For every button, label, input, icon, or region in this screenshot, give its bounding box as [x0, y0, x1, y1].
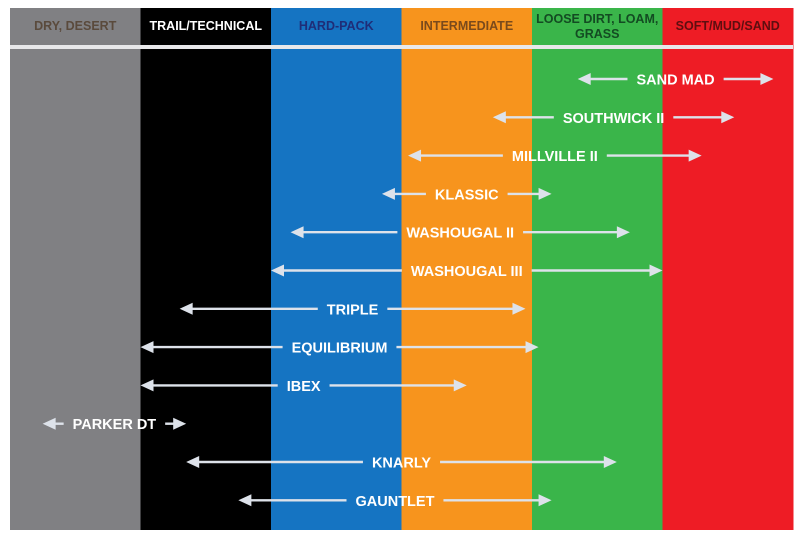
tire-label-parker-dt: PARKER DT: [73, 417, 157, 433]
tire-knarly: KNARLY: [186, 456, 617, 472]
header-hard-pack: HARD-PACK: [299, 19, 374, 33]
tire-label-washougal-iii: WASHOUGAL III: [411, 264, 523, 280]
arrow-head-left: [140, 341, 154, 354]
arrow-head-right: [538, 187, 552, 200]
arrow-head-right: [173, 417, 187, 430]
arrow-head-right: [721, 111, 735, 124]
band-hard-pack: [271, 8, 402, 530]
header-intermediate: INTERMEDIATE: [420, 19, 513, 33]
tire-label-equilibrium: EQUILIBRIUM: [292, 341, 388, 357]
band-dry-desert: [10, 8, 141, 530]
tire-triple: TRIPLE: [179, 302, 526, 318]
header-soft-mud-sand: SOFT/MUD/SAND: [676, 19, 780, 33]
terrain-headers: DRY, DESERT TRAIL/TECHNICAL HARD-PACK INTER…: [34, 12, 780, 41]
tire-label-sand-mad: SAND MAD: [636, 73, 714, 89]
arrow-head-right: [760, 73, 774, 85]
band-trail-technical: [140, 8, 272, 530]
tire-label-millville-ii: MILLVILLE II: [512, 149, 598, 165]
tire-label-washougal-ii: WASHOUGAL II: [406, 226, 514, 242]
arrow-head-right: [512, 302, 526, 315]
band-intermediate: [401, 8, 533, 530]
tire-ibex: IBEX: [140, 379, 467, 395]
band-soft-mud-sand: [662, 8, 794, 530]
tire-sand-mad: SAND MAD: [577, 73, 774, 89]
arrow-head-left: [492, 111, 506, 124]
header-trail-technical: TRAIL/TECHNICAL: [150, 19, 263, 33]
arrow-head-left: [290, 226, 304, 239]
arrow-head-right: [453, 379, 467, 392]
tire-washougal-ii: WASHOUGAL II: [290, 226, 630, 242]
tire-millville-ii: MILLVILLE II: [408, 149, 702, 165]
arrow-head-right: [616, 226, 630, 239]
arrow-head-left: [238, 494, 252, 507]
arrow-head-left: [577, 73, 591, 85]
tire-label-gauntlet: GAUNTLET: [356, 494, 435, 510]
tire-label-ibex: IBEX: [287, 379, 321, 395]
arrow-head-right: [525, 341, 539, 354]
tire-arrows: SAND MAD SOUTHWICK II MILLVILLE II KLASSIC W…: [42, 73, 774, 510]
tire-equilibrium: EQUILIBRIUM: [140, 341, 539, 357]
tire-southwick-ii: SOUTHWICK II: [492, 111, 735, 127]
arrow-head-left: [179, 302, 193, 315]
tire-label-knarly: KNARLY: [372, 456, 431, 472]
band-loose-dirt-loam-grass: [532, 8, 663, 530]
tire-parker-dt: PARKER DT: [42, 417, 187, 433]
tire-gauntlet: GAUNTLET: [238, 494, 552, 510]
arrow-head-left: [271, 264, 284, 277]
arrow-head-left: [186, 456, 200, 468]
arrow-head-left: [140, 379, 154, 392]
tire-label-triple: TRIPLE: [327, 302, 379, 318]
header-loose-dirt-loam-grass: LOOSE DIRT, LOAM,GRASS: [536, 12, 658, 41]
tire-washougal-iii: WASHOUGAL III: [271, 264, 663, 280]
arrow-head-left: [408, 149, 422, 162]
arrow-head-right: [538, 494, 552, 507]
header-dry-desert: DRY, DESERT: [34, 19, 117, 33]
terrain-bands: [10, 8, 794, 530]
arrow-head-left: [42, 417, 56, 430]
tire-label-klassic: KLASSIC: [435, 187, 499, 203]
arrow-head-right: [603, 456, 617, 468]
header-divider: [10, 45, 793, 49]
tire-label-southwick-ii: SOUTHWICK II: [563, 111, 665, 127]
arrow-head-right: [649, 264, 663, 277]
arrow-head-right: [688, 149, 702, 162]
arrow-head-left: [381, 187, 395, 200]
tire-klassic: KLASSIC: [381, 187, 552, 203]
